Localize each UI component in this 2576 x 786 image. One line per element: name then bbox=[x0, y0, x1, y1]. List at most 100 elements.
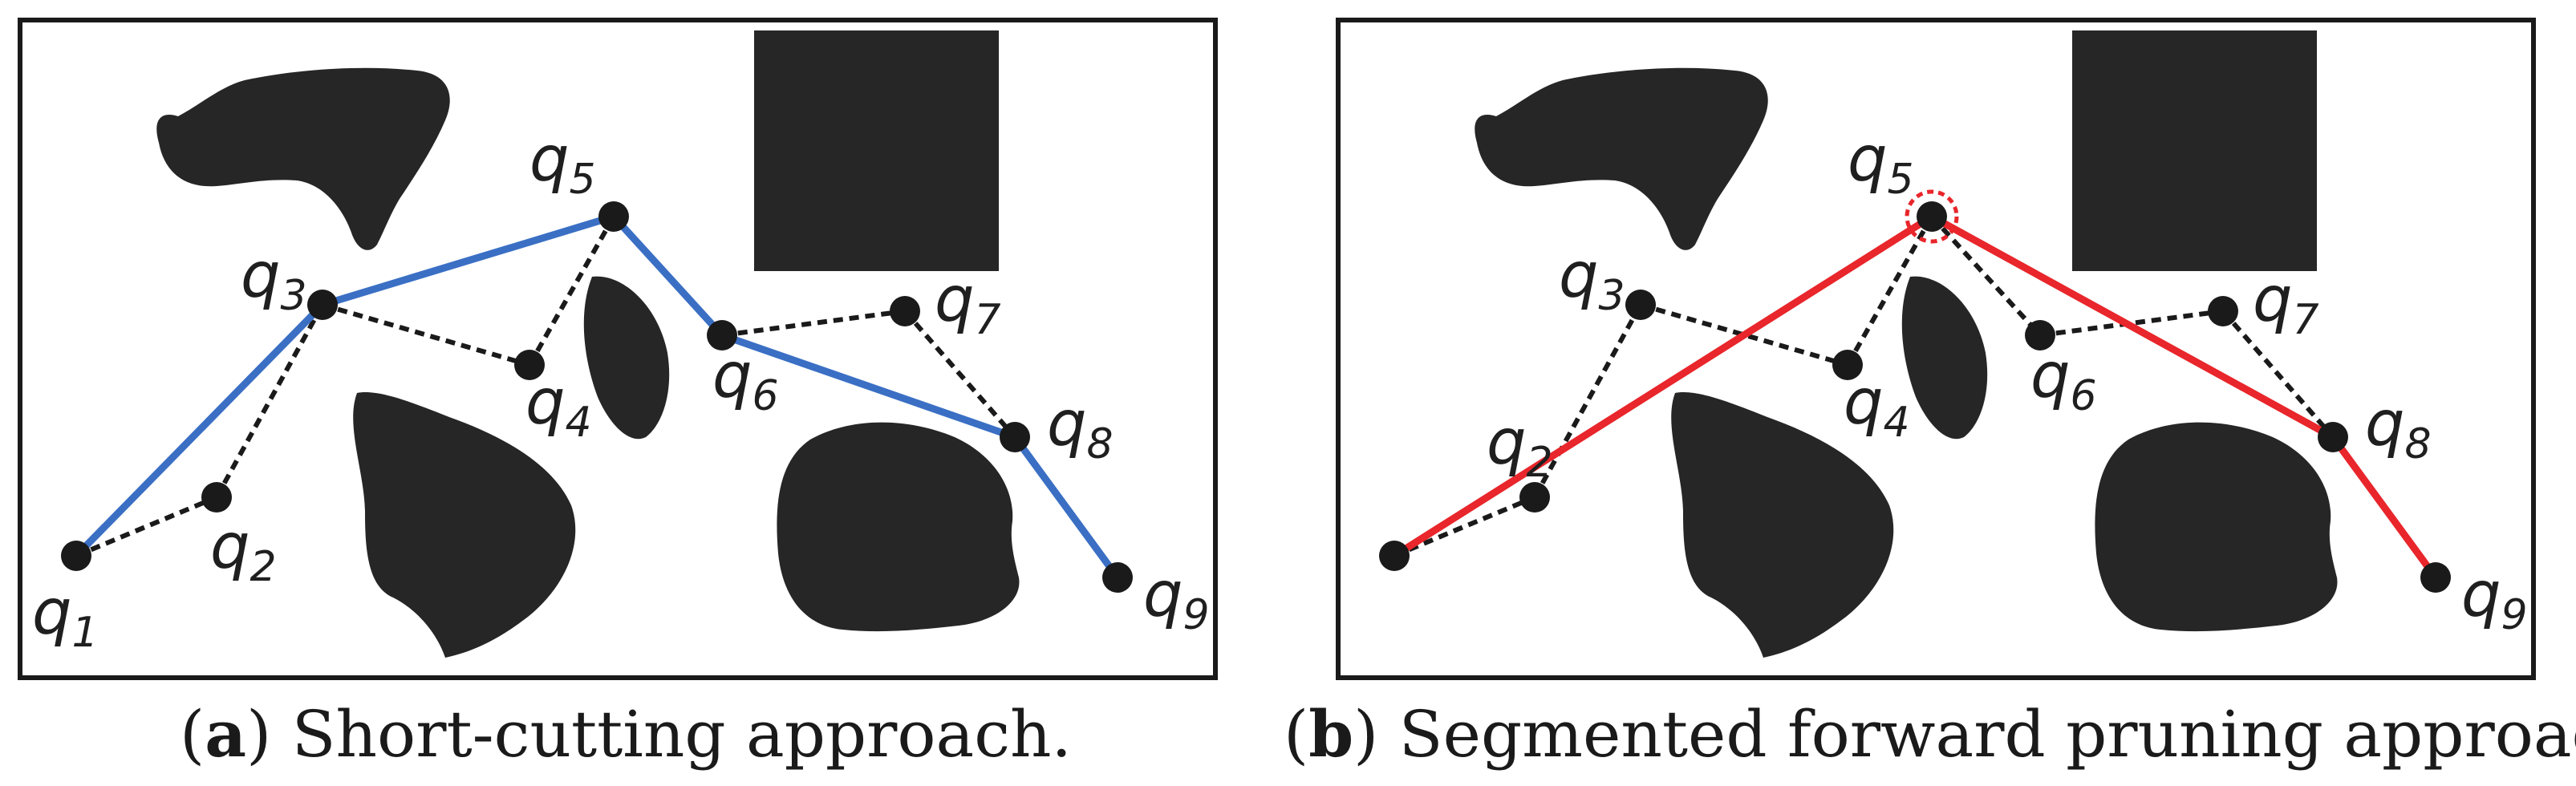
panel-b-frame bbox=[1336, 18, 2536, 680]
panel-b-nodes bbox=[1379, 189, 2451, 593]
node-label-name: q bbox=[32, 577, 72, 649]
node-label-subscript: 6 bbox=[753, 372, 779, 420]
caption-b-text: Segmented forward pruning approach. bbox=[1398, 697, 2576, 772]
node-q1 bbox=[1379, 541, 1410, 571]
node-q4 bbox=[514, 350, 545, 380]
node-q6 bbox=[2025, 320, 2055, 350]
caption-a-tag: a bbox=[205, 696, 247, 772]
node-q3 bbox=[1625, 290, 1656, 320]
node-label-name: q bbox=[935, 264, 975, 336]
node-label-subscript: 1 bbox=[72, 609, 99, 657]
node-label-q6: q6 bbox=[2030, 340, 2097, 420]
node-label-q7: q7 bbox=[935, 264, 1001, 344]
solid-segment-q1-q5 bbox=[1390, 213, 1936, 560]
node-q5 bbox=[1917, 201, 1947, 232]
node-label-name: q bbox=[241, 240, 281, 312]
solid-segment-q5-q8 bbox=[1928, 213, 2337, 441]
panel-b-solid-path bbox=[1390, 213, 2440, 581]
node-label-subscript: 3 bbox=[1599, 272, 1625, 320]
node-q7 bbox=[2208, 296, 2238, 326]
node-label-q9: q9 bbox=[2461, 559, 2528, 639]
node-label-subscript: 2 bbox=[1527, 439, 1553, 487]
node-label-name: q bbox=[1047, 388, 1087, 460]
node-label-name: q bbox=[2461, 559, 2501, 631]
node-label-subscript: 9 bbox=[2501, 591, 2528, 639]
node-label-q5: q5 bbox=[1848, 124, 1914, 204]
node-label-subscript: 5 bbox=[1888, 156, 1914, 204]
node-label-name: q bbox=[1559, 240, 1599, 312]
node-label-q9: q9 bbox=[1143, 559, 1210, 639]
dashed-segment-q3-q4 bbox=[322, 302, 530, 367]
node-q8 bbox=[2318, 422, 2348, 452]
dashed-segment-q4-q5 bbox=[1845, 215, 1934, 367]
caption-b-tag: b bbox=[1308, 696, 1354, 772]
solid-segment-q3-q5 bbox=[318, 213, 618, 309]
node-q2 bbox=[1519, 482, 1550, 513]
node-label-name: q bbox=[2030, 340, 2071, 412]
node-label-subscript: 7 bbox=[2293, 296, 2319, 344]
dashed-segment-q6-q7 bbox=[721, 309, 906, 338]
caption-b: (b) Segmented forward pruning approach. bbox=[1284, 690, 2576, 778]
dashed-segment-q7-q8 bbox=[903, 310, 1017, 439]
node-q7 bbox=[890, 296, 920, 326]
node-label-name: q bbox=[1844, 367, 1884, 439]
node-label-subscript: 3 bbox=[281, 272, 307, 320]
dashed-segment-q1-q2 bbox=[1393, 495, 1536, 558]
solid-segment-q6-q8 bbox=[718, 331, 1019, 441]
node-label-name: q bbox=[2365, 388, 2405, 460]
panel-b-dashed-path bbox=[1393, 214, 2335, 558]
dashed-segment-q1-q2 bbox=[75, 495, 218, 558]
node-label-subscript: 8 bbox=[2405, 420, 2432, 468]
node-label-q1: q1 bbox=[32, 577, 99, 657]
node-q9 bbox=[2420, 562, 2451, 593]
node-label-subscript: 5 bbox=[570, 156, 596, 204]
node-label-subscript: 9 bbox=[1183, 591, 1210, 639]
dashed-segment-q3-q4 bbox=[1640, 302, 1848, 367]
node-label-subscript: 7 bbox=[975, 296, 1001, 344]
node-q8 bbox=[1000, 422, 1030, 452]
solid-segment-q5-q6 bbox=[610, 213, 726, 339]
caption-a: (a) Short-cutting approach. bbox=[180, 696, 1072, 772]
panel-a-solid-path bbox=[72, 213, 1122, 581]
node-label-subscript: 2 bbox=[250, 543, 277, 591]
node-q5 bbox=[598, 201, 629, 232]
panel-a-nodes bbox=[61, 201, 1133, 593]
node-label-q3: q3 bbox=[1559, 240, 1625, 320]
solid-segment-q8-q9 bbox=[1011, 433, 1122, 581]
dashed-segment-q2-q3 bbox=[1532, 303, 1643, 499]
panel-a-frame bbox=[18, 18, 1218, 680]
dashed-segment-q2-q3 bbox=[214, 303, 325, 499]
node-label-name: q bbox=[525, 367, 566, 439]
node-q2 bbox=[201, 482, 232, 513]
node-label-name: q bbox=[712, 340, 753, 412]
node-label-name: q bbox=[210, 511, 250, 583]
node-label-q4: q4 bbox=[525, 367, 592, 447]
node-label-q3: q3 bbox=[241, 240, 307, 320]
node-label-name: q bbox=[2253, 264, 2293, 336]
node-q6 bbox=[707, 320, 737, 350]
node-label-q8: q8 bbox=[2365, 388, 2432, 468]
node-label-name: q bbox=[1143, 559, 1183, 631]
node-label-q6: q6 bbox=[712, 340, 779, 420]
node-label-subscript: 6 bbox=[2071, 372, 2097, 420]
node-label-q2: q2 bbox=[210, 511, 277, 591]
solid-segment-q1-q3 bbox=[72, 301, 327, 560]
solid-segment-q8-q9 bbox=[2329, 433, 2440, 581]
node-label-name: q bbox=[1848, 124, 1888, 196]
dashed-segment-q4-q5 bbox=[527, 215, 616, 367]
node-label-q7: q7 bbox=[2253, 264, 2319, 344]
node-q9 bbox=[1102, 562, 1133, 593]
dashed-segment-q7-q8 bbox=[2221, 310, 2335, 439]
node-label-q4: q4 bbox=[1844, 367, 1910, 447]
node-label-q8: q8 bbox=[1047, 388, 1114, 468]
node-label-subscript: 4 bbox=[566, 399, 592, 447]
node-label-q2: q2 bbox=[1487, 407, 1553, 487]
node-label-subscript: 4 bbox=[1884, 399, 1910, 447]
node-label-subscript: 8 bbox=[1087, 420, 1114, 468]
node-q4 bbox=[1832, 350, 1863, 380]
